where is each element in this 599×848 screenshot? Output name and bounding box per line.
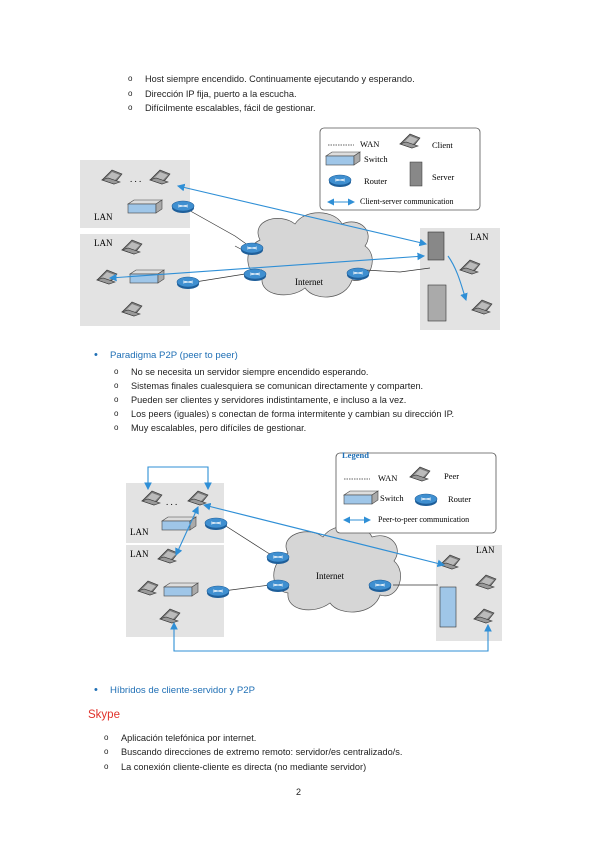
svg-text:WAN: WAN: [378, 473, 397, 483]
lan-box: [80, 160, 190, 228]
server-icon: [427, 284, 447, 322]
lan-label: LAN: [130, 527, 149, 537]
svg-text:Legend: Legend: [342, 450, 369, 460]
internet-label: Internet: [316, 571, 344, 581]
svg-text:. . .: . . .: [166, 497, 177, 507]
server-icon: [427, 231, 445, 261]
skype-heading: Skype: [88, 709, 120, 721]
svg-text:. . .: . . .: [130, 174, 141, 184]
client-server-diagram: LAN LAN LAN Internet . . . WAN Client Sw…: [80, 127, 500, 330]
svg-text:Client: Client: [432, 140, 453, 150]
svg-text:Router: Router: [448, 494, 471, 504]
p2p-diagram: LAN LAN LAN Internet . . . Legend WAN Pe…: [126, 450, 502, 652]
legend: [335, 452, 497, 534]
internet-label: Internet: [295, 277, 323, 287]
svg-text:WAN: WAN: [360, 139, 379, 149]
svg-text:Client-server communication: Client-server communication: [360, 197, 454, 206]
legend: [319, 127, 481, 211]
svg-text:Server: Server: [432, 172, 454, 182]
svg-text:Peer: Peer: [444, 471, 459, 481]
lan-label: LAN: [476, 545, 495, 555]
lan-label: LAN: [94, 238, 113, 248]
svg-text:Switch: Switch: [380, 493, 404, 503]
section-heading: •Paradigma P2P (peer to peer): [94, 349, 238, 361]
lan-label: LAN: [470, 232, 489, 242]
page-number: 2: [296, 787, 302, 797]
section-heading: •Híbridos de cliente-servidor y P2P: [94, 684, 256, 696]
svg-text:Router: Router: [364, 176, 387, 186]
lan-label: LAN: [94, 212, 113, 222]
lan-label: LAN: [130, 549, 149, 559]
svg-text:Peer-to-peer communication: Peer-to-peer communication: [378, 515, 469, 524]
svg-text:Switch: Switch: [364, 154, 388, 164]
